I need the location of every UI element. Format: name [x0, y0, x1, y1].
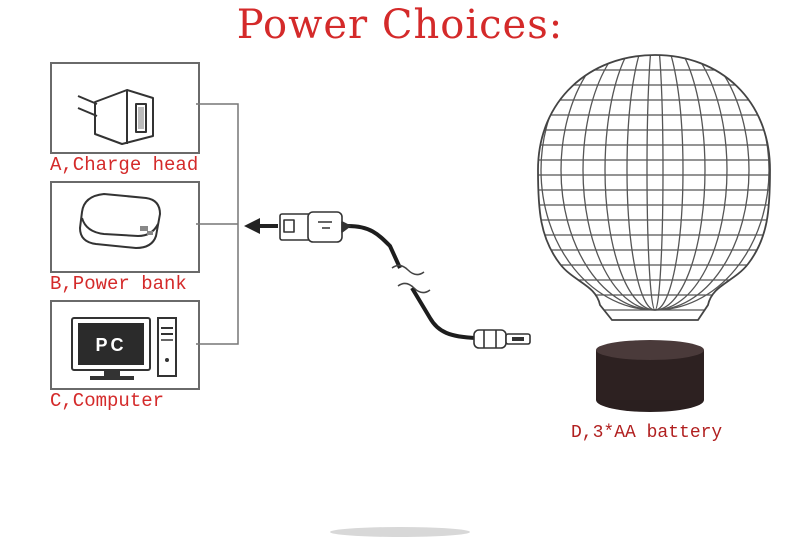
computer-icon: PC — [71, 317, 177, 380]
label-computer: C,Computer — [50, 390, 165, 412]
usb-plug-icon — [279, 211, 351, 243]
lamp-base — [596, 340, 704, 412]
label-power-bank: B,Power bank — [50, 273, 187, 295]
connector-bracket — [196, 103, 239, 345]
label-charge-head: A,Charge head — [50, 154, 199, 176]
power-bank-icon — [79, 193, 161, 249]
pc-screen-text: PC — [95, 335, 126, 355]
label-battery: D,3*AA battery — [571, 423, 723, 443]
arrow-left-icon — [244, 218, 278, 234]
lamp-bulb-icon — [537, 54, 771, 321]
page-title: Power Choices: — [236, 2, 564, 48]
usb-cable — [347, 224, 477, 340]
bottom-shadow — [330, 527, 470, 537]
charger-icon — [77, 89, 154, 145]
micro-usb-plug-icon — [473, 329, 531, 349]
